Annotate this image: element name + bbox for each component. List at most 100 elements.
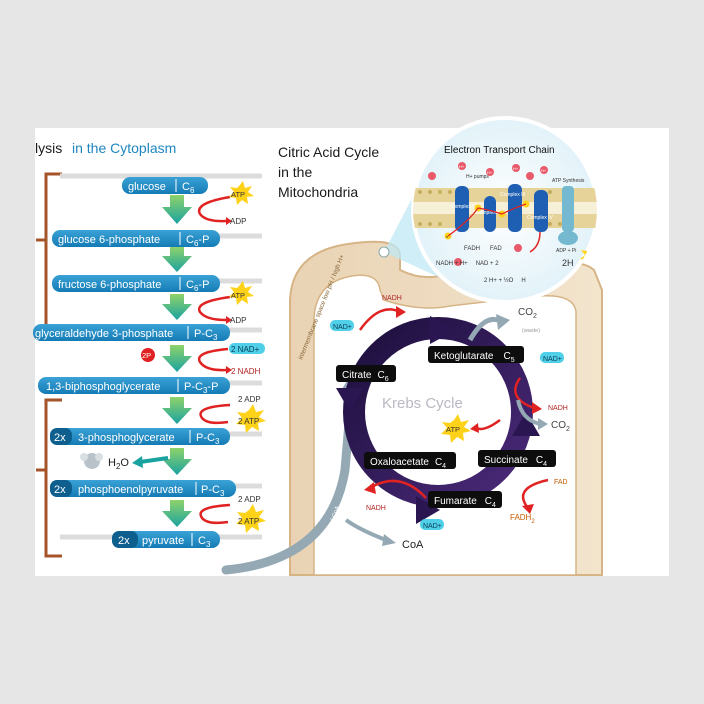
glycolysis-step-1-3-biphosphoglycerate: 1,3-biphosphoglycerate P-C3-P <box>38 377 230 395</box>
svg-text:glucose 6-phosphate: glucose 6-phosphate <box>58 234 160 246</box>
svg-text:ATP Synthesis: ATP Synthesis <box>552 178 585 184</box>
svg-text:ATP: ATP <box>446 425 460 434</box>
glycolysis-step-3-phosphoglycerate: 2x 3-phosphoglycerate P-C3 <box>50 428 230 446</box>
svg-text:3-phosphoglycerate: 3-phosphoglycerate <box>78 432 175 444</box>
complex-i <box>455 186 469 232</box>
svg-text:ATP: ATP <box>231 291 245 300</box>
red-arrow-1 <box>197 195 231 223</box>
flow-arrow-5 <box>162 397 192 424</box>
svg-text:NADH + H+NAD + 2: NADH + H+NAD + 2 <box>436 261 499 267</box>
atp-synthase <box>562 186 574 232</box>
pyruvate-to-acetyl-arrow <box>221 383 357 575</box>
svg-text:2 ATP: 2 ATP <box>238 517 259 526</box>
svg-text:(waste): (waste) <box>522 328 540 334</box>
svg-text:H+ pumps: H+ pumps <box>466 174 489 180</box>
svg-text:e: e <box>446 234 449 239</box>
svg-text:2P: 2P <box>142 351 151 360</box>
complex-iv <box>534 190 548 232</box>
atp-burst-2 <box>229 281 254 305</box>
svg-text:2x: 2x <box>118 535 130 547</box>
coa-out-arrow <box>344 518 387 542</box>
etc-content: Electron Transport Chain Complex I Compl… <box>413 145 597 284</box>
svg-text:2 ADP: 2 ADP <box>238 395 261 404</box>
atp-burst-1 <box>229 181 254 205</box>
svg-text:H+: H+ <box>513 166 519 171</box>
svg-text:NADH: NADH <box>382 295 402 302</box>
svg-text:phosphoenolpyruvate: phosphoenolpyruvate <box>78 484 183 496</box>
svg-text:P-C3: P-C3 <box>201 484 225 498</box>
magnifier-origin <box>378 246 390 258</box>
svg-text:2 ADP: 2 ADP <box>238 495 261 504</box>
coa-label: CoA <box>402 539 424 551</box>
glycolysis-cofactors: ATP ADP ATP ADP 2P 2 NAD+ 2 NADH 2 ADP 2… <box>80 181 266 533</box>
svg-text:H+: H+ <box>541 168 547 173</box>
glycolysis-step-glyceraldehyde-3-phosphate: glyceraldehyde 3-phosphate P-C3 <box>33 324 230 342</box>
svg-text:glyceraldehyde 3-phosphate: glyceraldehyde 3-phosphate <box>35 328 173 340</box>
svg-text:FADH2: FADH2 <box>510 513 535 525</box>
bracket-energy-payoff <box>44 398 62 558</box>
citric-title-line1: Citric Acid Cycle <box>278 144 379 160</box>
glycolysis-step-fructose-6-phosphate: fructose 6-phosphate C6-P <box>52 275 220 293</box>
svg-text:fructose 6-phosphate: fructose 6-phosphate <box>58 279 161 291</box>
glycolysis-step-glucose: glucose C6 <box>122 177 208 195</box>
citric-title-line3: Mitochondria <box>278 184 358 200</box>
flow-arrow-6 <box>162 448 192 475</box>
svg-text:NAD+: NAD+ <box>333 324 352 331</box>
svg-text:glucose: glucose <box>128 181 166 193</box>
svg-text:ADP: ADP <box>230 316 246 325</box>
krebs-cycle-title: Krebs Cycle <box>382 395 463 412</box>
svg-text:H2O: H2O <box>108 457 129 471</box>
red-arrow-5 <box>199 503 231 525</box>
svg-text:2 NAD+: 2 NAD+ <box>231 345 260 354</box>
svg-text:2x: 2x <box>54 484 66 496</box>
svg-text:Complex I: Complex I <box>451 204 474 210</box>
glycolysis-step-glucose-6-phosphate: glucose 6-phosphate C6-P <box>52 230 220 248</box>
flow-arrow-7 <box>162 500 192 527</box>
svg-text:H+: H+ <box>459 164 465 169</box>
svg-text:C6-P: C6-P <box>186 234 209 248</box>
svg-text:Complex II: Complex II <box>476 210 500 216</box>
glycolysis-step-phosphoenolpyruvate: 2x phosphoenolpyruvate P-C3 <box>50 480 236 498</box>
red-arrow-3 <box>197 347 229 372</box>
flow-arrow-2 <box>162 247 192 272</box>
flow-arrow-3 <box>162 294 192 320</box>
svg-text:CO2: CO2 <box>551 420 570 433</box>
svg-text:2H: 2H <box>562 258 574 268</box>
svg-text:NADH: NADH <box>366 505 386 512</box>
glycolysis-title-part1: lysis <box>35 140 62 156</box>
svg-text:Complex IV: Complex IV <box>527 215 554 221</box>
svg-text:P-C3: P-C3 <box>194 328 218 342</box>
glycolysis-step-pyruvate: 2x pyruvate C3 <box>112 531 220 549</box>
svg-text:pyruvate: pyruvate <box>142 535 184 547</box>
svg-text:ADP: ADP <box>230 217 246 226</box>
svg-text:C6: C6 <box>182 181 195 195</box>
svg-text:C3: C3 <box>198 535 211 549</box>
glycolysis-title-part2: in the Cytoplasm <box>72 140 176 156</box>
glycolysis-flow-arrows <box>162 195 192 527</box>
svg-text:2 ATP: 2 ATP <box>238 417 259 426</box>
two-atp-burst-2 <box>236 504 266 533</box>
svg-text:2 H+ + ½OH: 2 H+ + ½OH <box>484 277 526 284</box>
svg-text:NAD+: NAD+ <box>543 356 562 363</box>
svg-text:NAD+: NAD+ <box>423 523 442 530</box>
nad-plus-badge <box>229 343 265 354</box>
svg-text:FAD: FAD <box>554 479 568 486</box>
svg-text:P-C3-P: P-C3-P <box>184 381 218 395</box>
two-atp-burst-1 <box>236 404 266 433</box>
svg-text:NADH: NADH <box>548 405 568 412</box>
svg-text:P-C3: P-C3 <box>196 432 220 446</box>
flow-arrow-4 <box>162 345 192 372</box>
citric-title-line2: in the <box>278 164 312 180</box>
svg-text:C6-P: C6-P <box>186 279 209 293</box>
etc-title: Electron Transport Chain <box>444 145 555 156</box>
svg-text:ADP + Pi: ADP + Pi <box>556 248 576 254</box>
